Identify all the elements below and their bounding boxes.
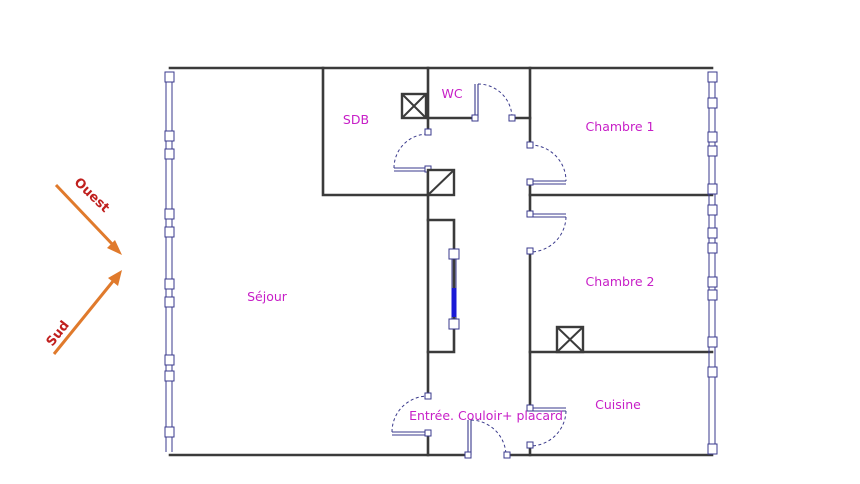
door-hinge <box>464 451 472 459</box>
west-arrowhead-icon <box>107 240 122 255</box>
window-post <box>707 366 718 378</box>
door-hinge <box>471 114 479 122</box>
sejour-door-leaf <box>392 431 428 436</box>
placard-panel <box>451 288 457 317</box>
entrance-door-leaf <box>467 420 472 455</box>
window-post <box>707 131 718 143</box>
chambre1-door-leaf <box>530 180 566 185</box>
window-post <box>164 278 175 290</box>
west-label: Ouest <box>71 175 112 216</box>
window-post <box>707 276 718 288</box>
room-label-sdb: SDB <box>343 112 369 127</box>
door-hinge <box>526 141 534 149</box>
door-hinge <box>526 210 534 218</box>
placard-wall <box>426 218 456 354</box>
window-post <box>164 296 175 308</box>
placard-sliding-door <box>448 248 460 330</box>
cuisine-door-leaf <box>530 407 566 412</box>
door-hinge <box>526 247 534 255</box>
window-post <box>164 426 175 438</box>
window-post <box>707 227 718 239</box>
chambre2-door-swing <box>529 216 567 253</box>
cuisine-door-swing <box>529 410 567 447</box>
wc-door-swing <box>477 83 513 119</box>
duct-cuisine <box>555 325 585 354</box>
room-label-cuisine: Cuisine <box>595 397 641 412</box>
window-post <box>707 183 718 195</box>
sdb-door-leaf <box>394 167 428 172</box>
chambre1-door-swing <box>529 144 567 182</box>
window-frame-right <box>708 72 716 452</box>
window-post <box>164 148 175 160</box>
south-label: Sud <box>44 318 73 349</box>
room-label-chambre-2: Chambre 2 <box>586 274 655 289</box>
placard-stop <box>448 248 460 260</box>
window-post <box>707 443 718 455</box>
duct-sdb <box>400 92 428 120</box>
placard-stop <box>448 318 460 330</box>
window-post <box>164 370 175 382</box>
window-post <box>707 97 718 109</box>
entrance-door-swing <box>470 419 507 456</box>
room-label-entree: Entrée. Couloir+ placard <box>409 408 563 423</box>
sdb-wall <box>321 66 430 197</box>
ducts <box>400 92 585 354</box>
orientation: Ouest Sud <box>44 175 122 355</box>
window-post <box>707 204 718 216</box>
window-post <box>707 289 718 301</box>
doors <box>391 83 567 459</box>
window-post <box>164 71 175 83</box>
room-labels: SDB WC Chambre 1 Chambre 2 Séjour Cuisin… <box>247 86 654 423</box>
door-hinge <box>424 128 432 136</box>
door-hinge <box>526 178 534 186</box>
left-windows <box>164 71 175 452</box>
door-hinge <box>424 429 432 437</box>
door-hinge <box>508 114 516 122</box>
right-windows <box>707 71 718 455</box>
room-label-sejour: Séjour <box>247 289 288 304</box>
window-post <box>164 208 175 220</box>
south-arrow <box>52 279 116 355</box>
window-post <box>707 71 718 83</box>
sdb-door-swing <box>393 133 429 169</box>
chambre2-door-leaf <box>530 213 566 218</box>
window-post <box>164 226 175 238</box>
window-post <box>707 242 718 254</box>
door-hinge <box>526 441 534 449</box>
sejour-door-swing <box>391 395 429 433</box>
window-frame-left <box>165 72 173 452</box>
window-post <box>707 336 718 348</box>
door-hinge <box>503 451 511 459</box>
south-arrowhead-icon <box>108 270 122 286</box>
west-arrow <box>54 183 116 248</box>
window-post <box>164 130 175 142</box>
room-label-wc: WC <box>441 86 462 101</box>
door-hinge <box>526 404 534 412</box>
duct-corridor <box>426 168 456 197</box>
window-post <box>164 354 175 366</box>
door-hinge <box>424 392 432 400</box>
window-post <box>707 145 718 157</box>
wc-door-leaf <box>474 84 479 118</box>
room-label-chambre-1: Chambre 1 <box>586 119 655 134</box>
